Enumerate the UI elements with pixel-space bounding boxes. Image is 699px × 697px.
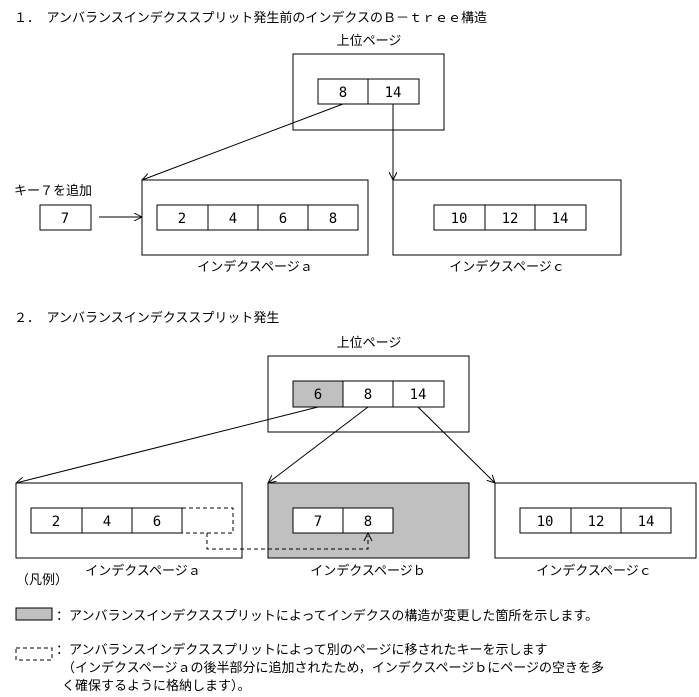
s2-upper-key-cell-changed — [292, 380, 344, 408]
s2-page-a-key: 4 — [103, 514, 111, 530]
s2-page-a-label: インデクスページａ — [85, 563, 200, 579]
s1-pointer-to-page-a — [142, 103, 344, 180]
s2-page-c-label: インデクスページｃ — [536, 563, 651, 579]
s2-pointer-to-page-a — [16, 406, 319, 483]
s1-page-a-key: 2 — [178, 211, 186, 227]
s2-page-b-key: 7 — [314, 514, 322, 530]
s1-page-a-key: 6 — [279, 211, 287, 227]
s2-page-c-key: 12 — [588, 514, 605, 530]
s2-page-a-cell — [30, 507, 83, 534]
s1-upper-key: 14 — [385, 85, 402, 101]
s1-page-c-key: 14 — [552, 211, 569, 227]
s1-page-a-key: 4 — [229, 211, 237, 227]
s2-upper-page-label: 上位ページ — [337, 336, 402, 351]
s2-upper-key-cell — [392, 380, 445, 408]
legend-dashed-text: ：アンバランスインデクススプリットによって別のページに移されたキーを示します — [56, 642, 548, 658]
legend-dashed-text: く確保するように格納します）。 — [62, 678, 251, 694]
legend-gray-swatch — [15, 607, 53, 621]
s1-page-a-cell — [307, 204, 359, 231]
s1-upper-key-cell — [317, 78, 369, 105]
legend-title: （凡例） — [16, 573, 68, 588]
s2-page-a-cell — [131, 507, 183, 534]
s1-page-c-key: 10 — [451, 211, 468, 227]
s1-page-c-key: 12 — [502, 211, 519, 227]
s2-page-b-cell — [292, 507, 344, 534]
s2-upper-key: 6 — [314, 387, 322, 403]
s2-page-b-key: 8 — [364, 514, 372, 530]
s1-new-key-cell — [39, 204, 92, 231]
s1-add-key-label: キー７を追加 — [14, 183, 92, 199]
s2-page-a-key: 6 — [153, 514, 161, 530]
s1-new-key: 7 — [61, 211, 69, 227]
s1-upper-page-label: 上位ページ — [337, 34, 402, 49]
s2-page-b-label: インデクスページｂ — [310, 563, 425, 579]
s1-page-c-cell — [433, 204, 486, 231]
s2-page-c-key: 14 — [638, 514, 655, 530]
legend-gray-text: ：アンバランスインデクススプリットによってインデクスの構造が変更した箇所を示しま… — [56, 608, 598, 624]
section2-title: ２． アンバランスインデクススプリット発生 — [14, 310, 279, 326]
legend-dashed-swatch — [15, 647, 53, 661]
s2-pointer-to-page-b — [268, 406, 369, 483]
section1-title: １． アンバランスインデクススプリット発生前のインデクスのＢ－ｔｒｅｅ構造 — [14, 10, 487, 26]
s2-pointer-to-page-c — [417, 406, 495, 483]
s2-upper-key: 8 — [364, 387, 372, 403]
s1-page-c-label: インデクスページｃ — [449, 259, 564, 275]
s1-page-a-cell — [207, 204, 259, 231]
s1-page-a-key: 8 — [329, 211, 337, 227]
s2-upper-key: 14 — [410, 387, 427, 403]
s2-page-c-key: 10 — [537, 514, 554, 530]
s1-page-a-label: インデクスページａ — [197, 259, 312, 275]
s1-upper-key: 8 — [339, 85, 347, 101]
s1-page-a-cell — [156, 204, 209, 231]
s2-moved-key-arrowhead — [363, 531, 373, 542]
s2-page-c-cell — [620, 507, 672, 534]
s1-page-c-cell — [534, 204, 587, 231]
s1-page-a-cell — [257, 204, 309, 231]
s2-page-a-key: 2 — [52, 514, 60, 530]
s2-page-c-cell — [519, 507, 572, 534]
s1-page-c-cell — [484, 204, 536, 231]
s2-moved-key-path — [206, 533, 369, 550]
legend-dashed-text: （インデクスページａの後半部分に追加されたため，インデクスページｂにページの空き… — [62, 660, 604, 676]
